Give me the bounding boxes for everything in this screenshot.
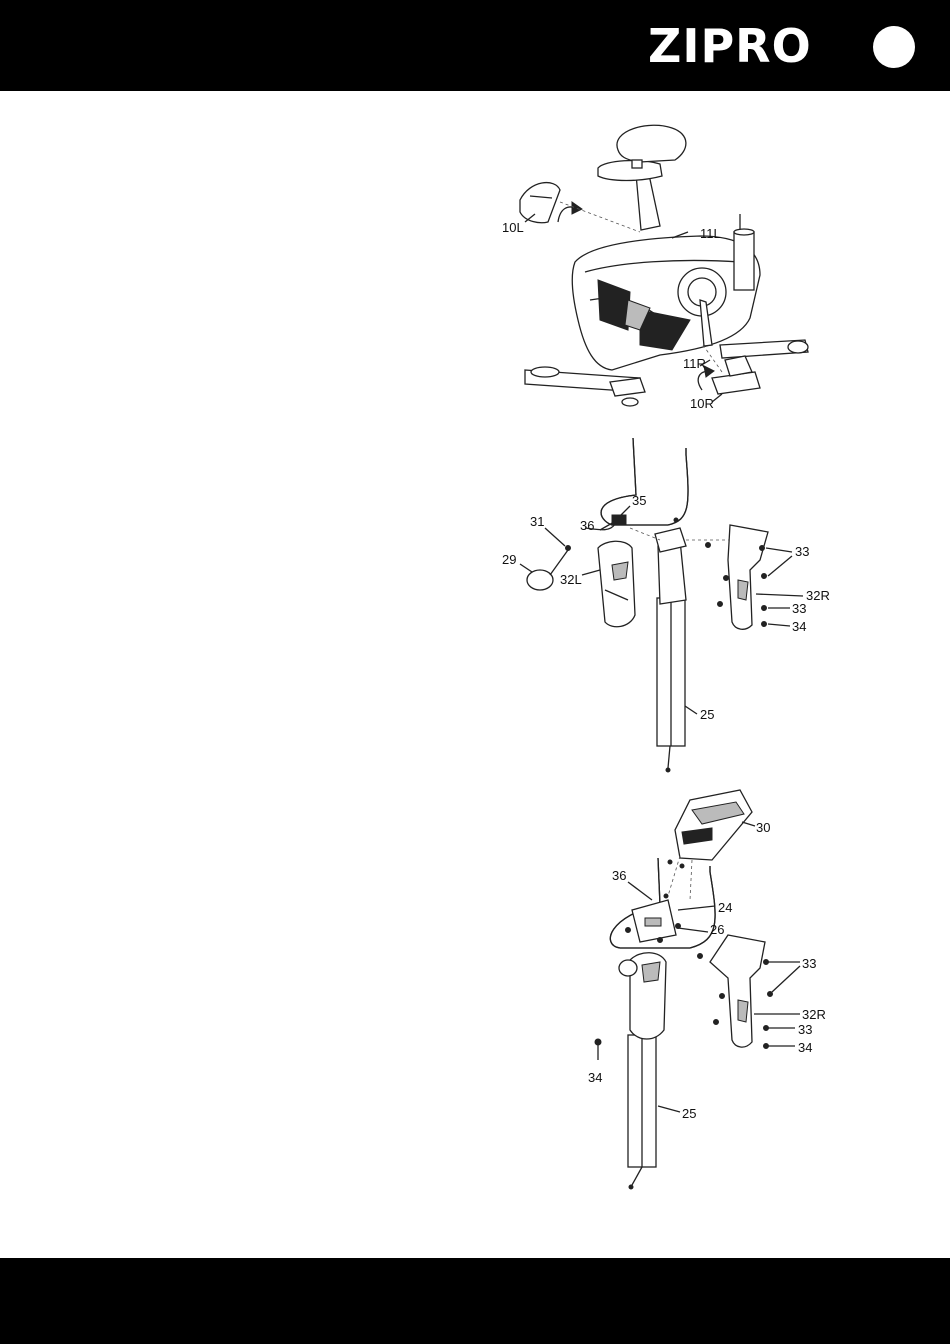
callout-label: 25 bbox=[682, 1106, 696, 1121]
callout-label: 34 bbox=[792, 619, 806, 634]
callout-label: 32R bbox=[802, 1007, 826, 1022]
callout-label: 33 bbox=[798, 1022, 812, 1037]
callout-label: 31 bbox=[530, 514, 544, 529]
callout-label: 36 bbox=[580, 518, 594, 533]
figure-console-assembly: 30 36 24 26 33 32R 33 34 34 25 bbox=[588, 790, 826, 1189]
callout-label: 35 bbox=[632, 493, 646, 508]
callout-label: 36 bbox=[612, 868, 626, 883]
callout-label: 25 bbox=[700, 707, 714, 722]
callout-label: 29 bbox=[502, 552, 516, 567]
callout-label: 26 bbox=[710, 922, 724, 937]
callout-label: 34 bbox=[798, 1040, 812, 1055]
callout-label: 32L bbox=[560, 572, 582, 587]
callout-label: 10R bbox=[690, 396, 714, 411]
callout-label: 11R bbox=[683, 356, 706, 371]
callout-label: 32R bbox=[806, 588, 830, 603]
callout-label: 34 bbox=[588, 1070, 602, 1085]
callout-label: 24 bbox=[718, 900, 732, 915]
figure-pedal-assembly: 10L 11L 11R 10R bbox=[502, 125, 808, 411]
page-footer bbox=[0, 1258, 950, 1344]
figure-handlebar-assembly: 35 31 36 29 32L 33 32R 33 34 25 bbox=[502, 438, 830, 772]
callout-label: 30 bbox=[756, 820, 770, 835]
callout-label: 33 bbox=[802, 956, 816, 971]
callout-label: 33 bbox=[792, 601, 806, 616]
callout-label: 33 bbox=[795, 544, 809, 559]
callout-label: 11L bbox=[700, 226, 721, 241]
callout-label: 10L bbox=[502, 220, 524, 235]
